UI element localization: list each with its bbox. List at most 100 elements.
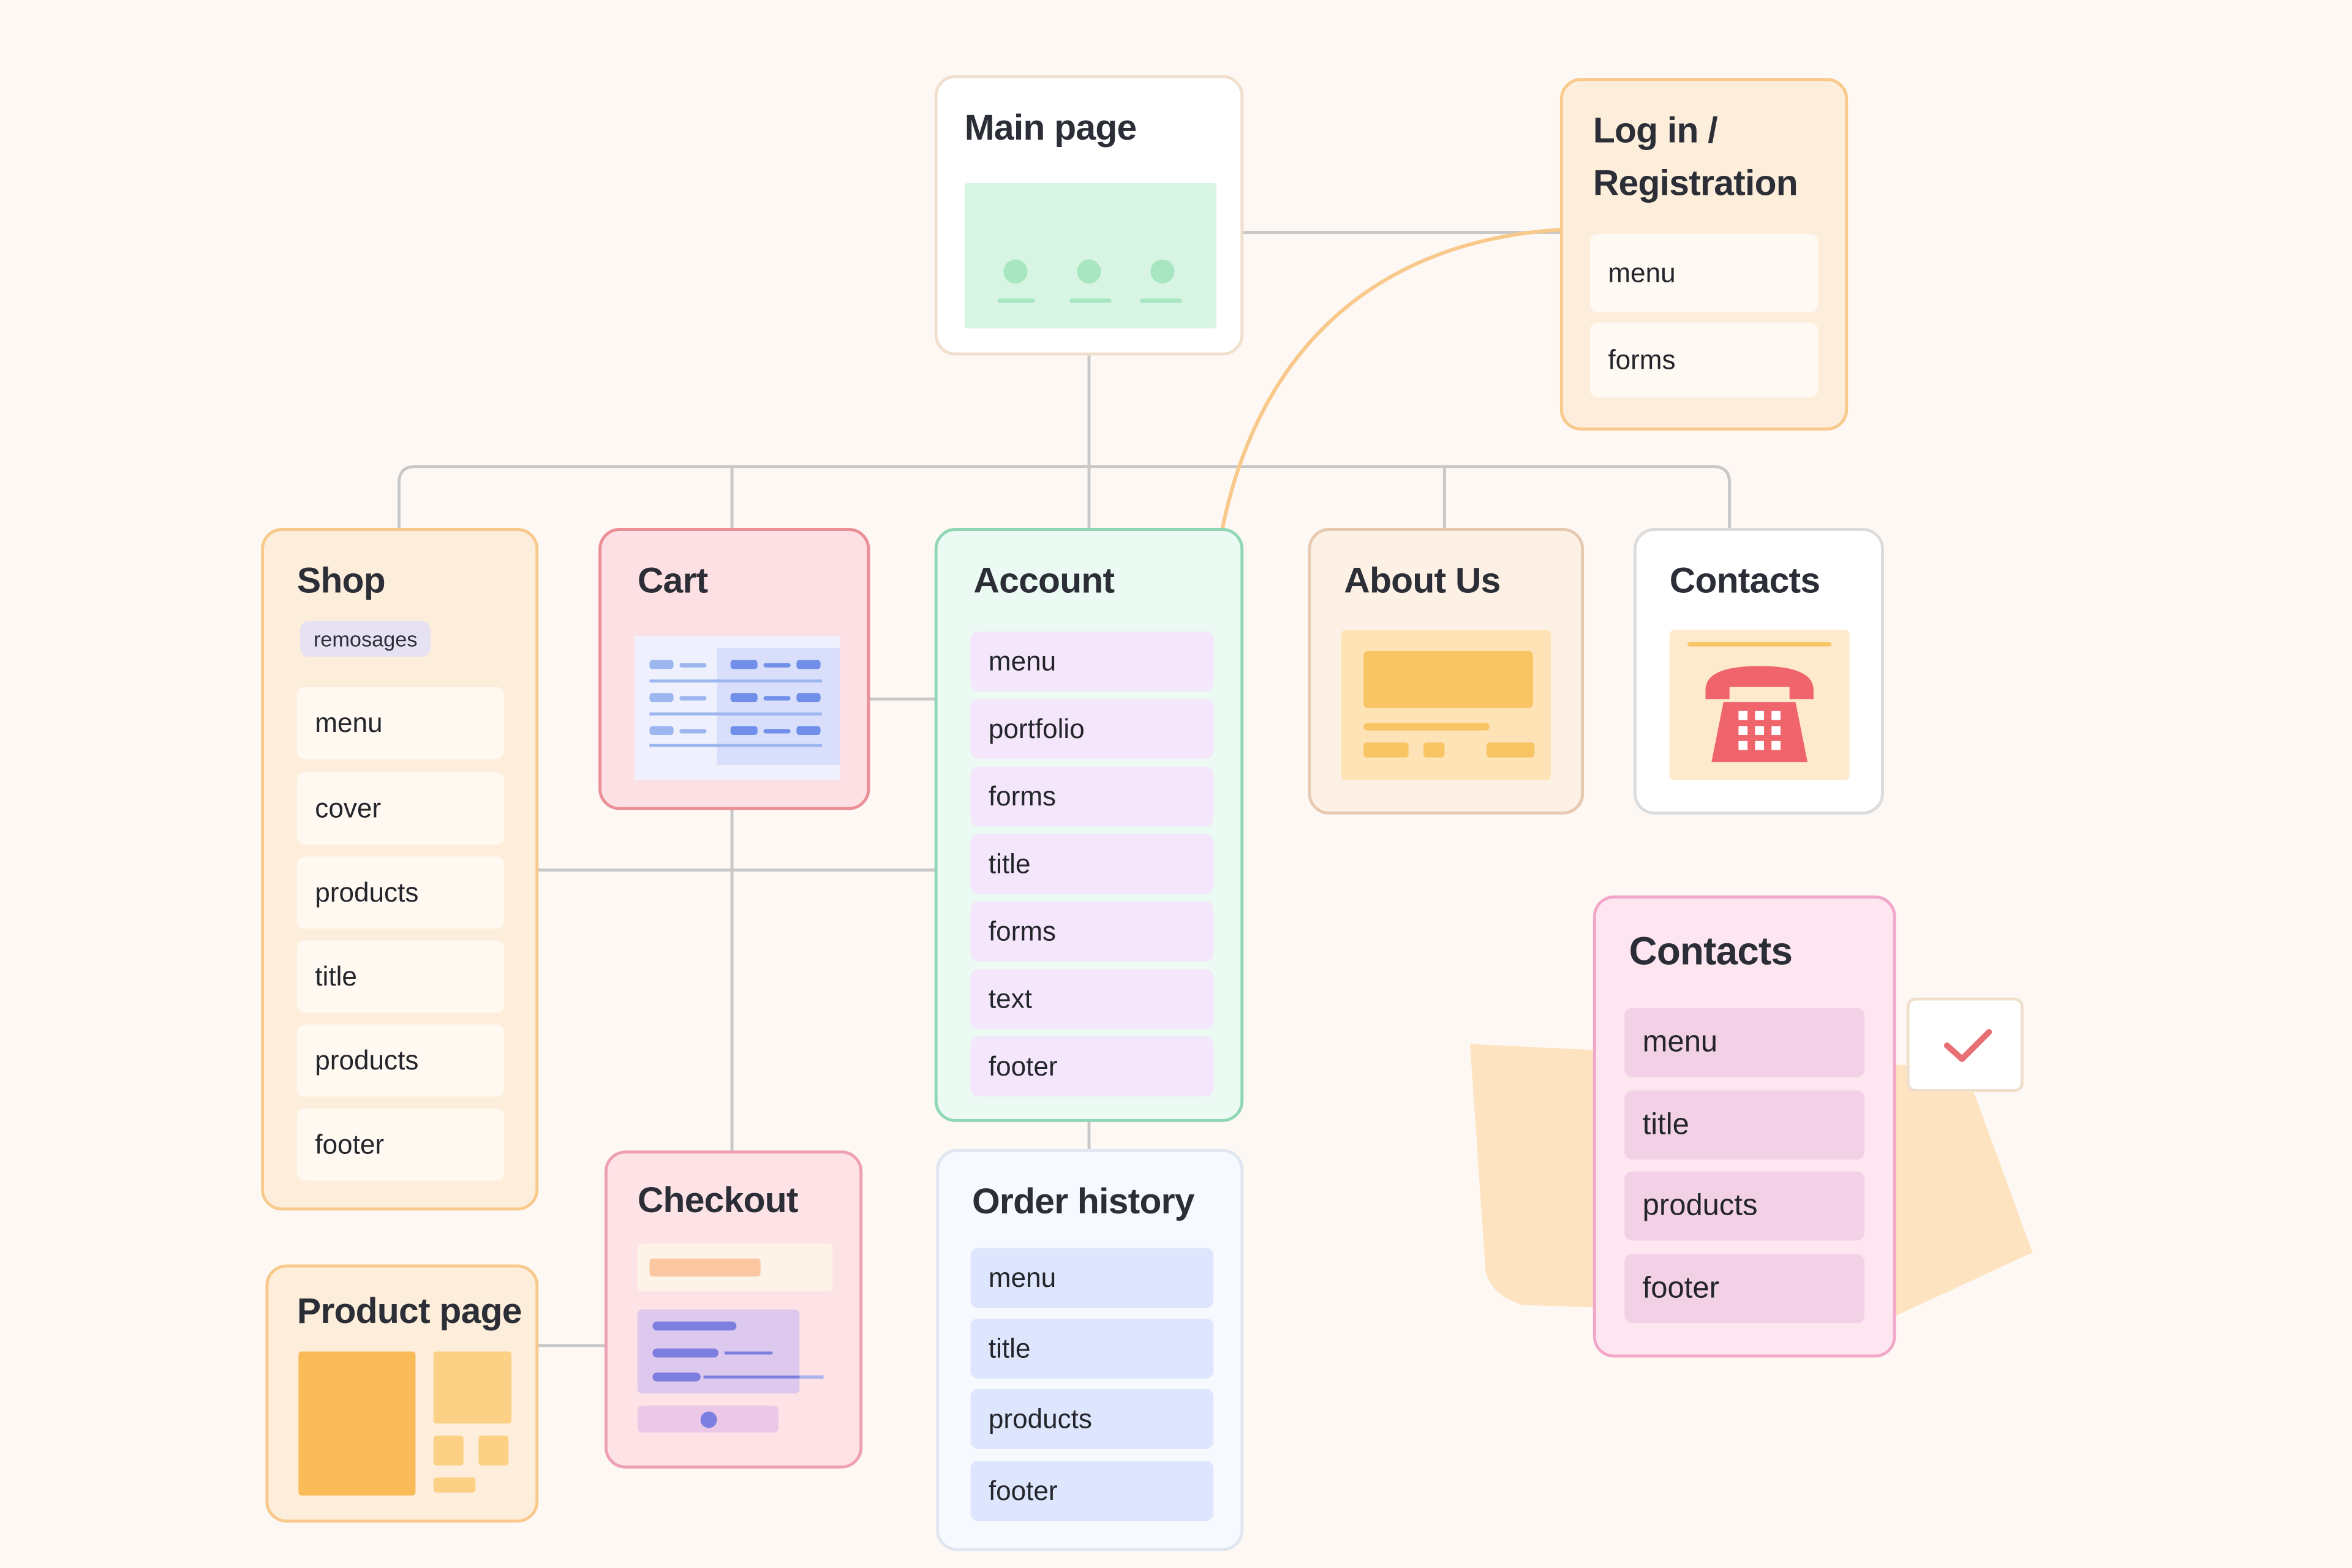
cart-row [796,693,821,703]
cart-row [649,726,674,736]
order-history-item-title: title [970,1318,1214,1379]
account-item-forms-2: forms [970,901,1214,962]
contacts-detail-item-products: products [1624,1171,1865,1241]
product-thumb [478,1435,509,1466]
product-page-title: Product page [296,1291,522,1332]
account-item-portfolio: portfolio [970,699,1214,760]
preview-line [997,298,1035,303]
checkout-title: Checkout [637,1180,799,1221]
preview-line [1069,298,1112,303]
preview-line [1140,298,1182,303]
order-history-item-products: products [970,1389,1214,1449]
checkout-form-line [724,1351,773,1355]
shop-card[interactable]: Shop remosages menu cover products title… [261,528,539,1211]
shop-title: Shop [296,560,386,602]
contacts-preview-line [1687,642,1832,647]
preview-dot [1077,259,1101,284]
cart-row [649,679,823,683]
login-title-line1: Log in / [1593,111,1718,152]
cart-row [679,663,707,668]
checkmark-icon [1943,1029,1992,1062]
contacts-title: Contacts [1669,560,1820,602]
checkout-button-dot [700,1411,717,1428]
login-card[interactable]: Log in / Registration menu forms [1559,78,1849,431]
cart-row [763,663,791,668]
about-banner [1363,650,1533,708]
account-item-title: title [970,834,1214,894]
shop-item-title: title [296,940,504,1013]
about-chip [1486,742,1535,758]
order-history-card[interactable]: Order history menu title products footer [936,1148,1244,1551]
shop-tag: remosages [300,620,431,657]
checkout-card[interactable]: Checkout [604,1150,863,1469]
cart-row [649,693,674,703]
shop-item-products: products [296,856,504,929]
cart-row [730,660,758,669]
checkout-form-line [652,1348,719,1358]
cart-row [730,693,758,703]
order-history-item-menu: menu [970,1248,1214,1308]
checkout-form-tail [799,1375,824,1379]
cart-row [649,660,674,669]
checkout-header-bar [649,1258,761,1277]
cart-row [796,660,821,669]
shop-item-products-2: products [296,1024,504,1097]
contacts-card[interactable]: Contacts [1633,528,1884,815]
checkout-form-block [637,1309,824,1394]
cart-row [796,726,821,736]
product-thumb [433,1435,464,1466]
account-item-menu: menu [970,631,1214,692]
about-preview [1341,630,1551,780]
cart-row [730,726,758,736]
cart-row [649,712,823,716]
account-card[interactable]: Account menu portfolio forms title forms… [934,528,1244,1122]
main-page-preview [964,183,1217,329]
cart-card[interactable]: Cart [598,528,870,810]
contacts-detail-item-footer: footer [1624,1254,1865,1324]
checkout-form-line [652,1321,737,1331]
telephone-icon [1705,666,1814,763]
main-page-title: Main page [964,108,1137,149]
login-item-forms: forms [1589,322,1819,398]
product-thumb-bar [433,1477,476,1493]
cart-row [679,729,707,734]
about-line [1363,723,1490,731]
product-thumb-large [433,1351,512,1424]
cart-row [649,744,823,747]
preview-dot [1150,259,1175,284]
cart-table-preview [634,636,840,780]
contacts-detail-card[interactable]: Contacts menu title products footer [1593,895,1896,1358]
shop-item-cover: cover [296,772,504,845]
order-history-title: Order history [971,1182,1195,1223]
checkout-form-line [703,1375,824,1379]
connector-account-login [1220,227,1564,529]
cart-title: Cart [637,560,708,602]
shop-item-footer: footer [296,1108,504,1181]
order-history-item-footer: footer [970,1461,1214,1521]
login-item-menu: menu [1589,234,1819,312]
contacts-preview [1669,630,1850,780]
account-item-text: text [970,969,1214,1030]
contacts-detail-item-title: title [1624,1090,1865,1160]
cart-row [679,696,707,701]
about-chip [1363,742,1409,758]
connector-bus [397,465,1732,529]
shop-item-menu: menu [296,687,504,760]
contacts-detail-item-menu: menu [1624,1008,1865,1077]
cart-row [763,729,791,734]
product-page-card[interactable]: Product page [265,1264,539,1523]
cart-row [763,696,791,701]
contacts-detail-title: Contacts [1629,928,1793,974]
product-image-block [298,1351,416,1496]
about-card[interactable]: About Us [1308,528,1585,815]
about-chip [1423,742,1445,758]
checkout-header-block [637,1243,833,1292]
account-title: Account [973,560,1115,602]
login-title-line2: Registration [1593,163,1798,205]
check-badge[interactable] [1906,997,2024,1092]
checkout-form-line [652,1372,701,1382]
preview-dot [1003,259,1028,284]
about-title: About Us [1344,560,1501,602]
main-page-card[interactable]: Main page [934,75,1244,356]
